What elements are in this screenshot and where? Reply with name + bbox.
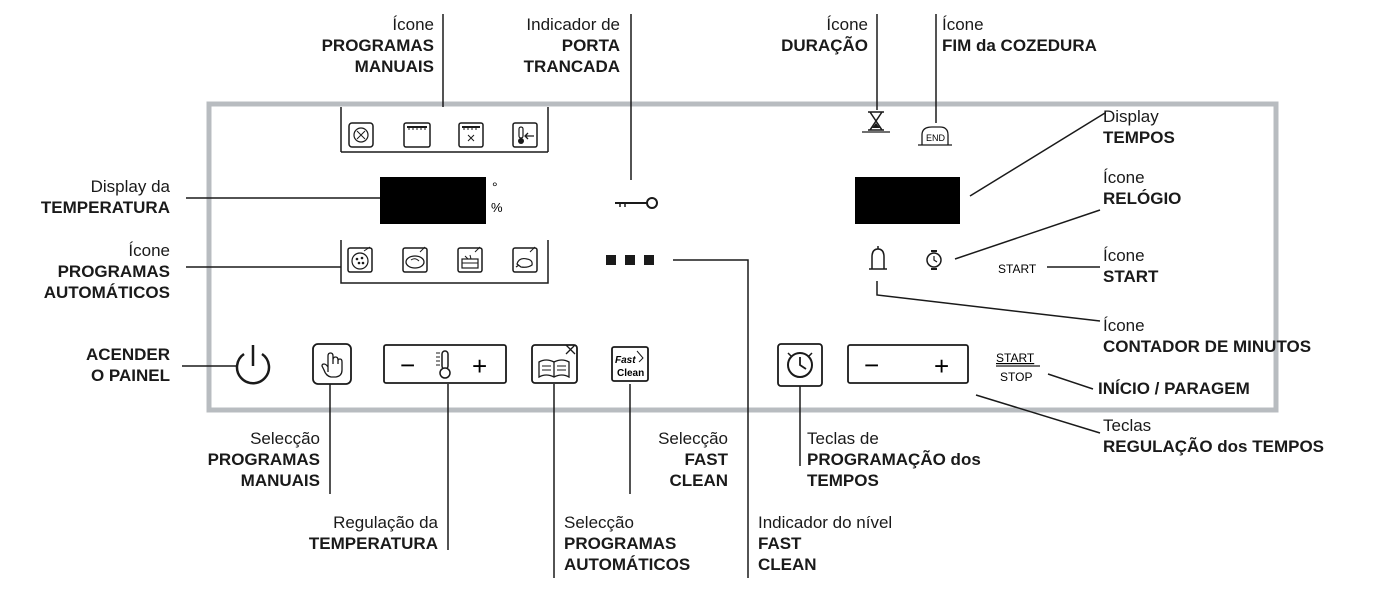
label-power: ACENDER O PAINEL bbox=[85, 345, 170, 385]
temperature-plus-button[interactable]: + bbox=[472, 351, 487, 381]
degree-symbol: ° bbox=[492, 179, 498, 195]
end-text: END bbox=[926, 133, 946, 143]
label-time-regulation-keys: Teclas REGULAÇÃO dos TEMPOS bbox=[1103, 416, 1325, 456]
fast-clean-key-bottom: Clean bbox=[617, 368, 644, 379]
label-start-stop: INÍCIO / PARAGEM bbox=[1098, 379, 1250, 398]
power-button[interactable] bbox=[235, 345, 271, 385]
temperature-regulation-keys[interactable]: − + bbox=[383, 344, 507, 384]
label-minute-counter: Ícone CONTADOR DE MINUTOS bbox=[1103, 316, 1312, 356]
label-door-lock-indicator: Indicador de PORTA TRANCADA bbox=[523, 15, 620, 76]
pizza-icon bbox=[347, 246, 373, 273]
label-times-display: Display TEMPOS bbox=[1103, 107, 1175, 147]
time-minus-button[interactable]: − bbox=[864, 350, 879, 380]
label-fast-clean-level: Indicador do nível FAST CLEAN bbox=[758, 513, 893, 574]
temperature-display bbox=[380, 177, 486, 224]
time-regulation-keys[interactable]: − + bbox=[847, 344, 969, 384]
temperature-minus-button[interactable]: − bbox=[400, 350, 415, 380]
time-plus-button[interactable]: + bbox=[934, 351, 949, 381]
manual-programs-select-button[interactable] bbox=[312, 343, 352, 385]
fast-clean-select-button[interactable]: Fast Clean bbox=[611, 346, 649, 382]
bell-icon bbox=[869, 246, 887, 270]
fast-clean-key-top: Fast bbox=[615, 355, 636, 366]
hourglass-icon bbox=[862, 111, 890, 133]
thermometer-arrow-icon bbox=[512, 122, 538, 148]
thermometer-icon bbox=[436, 350, 451, 379]
label-manual-programs-icon: Ícone PROGRAMAS MANUAIS bbox=[321, 15, 434, 76]
label-auto-programs-select: Selecção PROGRAMAS AUTOMÁTICOS bbox=[564, 513, 691, 574]
fan-grill-icon bbox=[348, 122, 374, 148]
auto-programs-bracket bbox=[340, 240, 549, 284]
start-key-top: START bbox=[996, 351, 1035, 365]
cake-icon bbox=[457, 246, 483, 273]
label-temperature-regulation: Regulação da TEMPERATURA bbox=[308, 513, 438, 553]
fast-clean-level-dot-2 bbox=[625, 255, 635, 265]
end-icon: END bbox=[918, 126, 952, 146]
fast-clean-level-dot-3 bbox=[644, 255, 654, 265]
top-heat-icon bbox=[403, 122, 431, 148]
top-heat-fan-icon bbox=[458, 122, 484, 148]
manual-programs-bracket bbox=[340, 107, 549, 153]
label-clock-icon: Ícone RELÓGIO bbox=[1103, 168, 1182, 208]
label-start-icon: Ícone START bbox=[1103, 246, 1159, 286]
start-stop-button[interactable]: START STOP bbox=[996, 351, 1040, 384]
label-duration-icon: Ícone DURAÇÃO bbox=[781, 15, 868, 55]
label-manual-programs-select: Selecção PROGRAMAS MANUAIS bbox=[207, 429, 320, 490]
watch-icon bbox=[926, 250, 942, 270]
label-temperature-display: Display da TEMPERATURA bbox=[40, 177, 170, 217]
start-icon-text: START bbox=[998, 262, 1037, 276]
label-end-icon: Ícone FIM da COZEDURA bbox=[942, 15, 1097, 55]
poultry-icon bbox=[512, 246, 538, 273]
time-programming-button[interactable] bbox=[777, 343, 823, 387]
key-icon bbox=[615, 197, 658, 209]
label-fast-clean-select: Selecção FAST CLEAN bbox=[658, 429, 728, 490]
label-time-programming: Teclas de PROGRAMAÇÃO dos TEMPOS bbox=[807, 429, 981, 490]
fast-clean-level-dot-1 bbox=[606, 255, 616, 265]
times-display bbox=[855, 177, 960, 224]
start-key-bottom: STOP bbox=[1000, 370, 1032, 384]
label-auto-programs-icon: Ícone PROGRAMAS AUTOMÁTICOS bbox=[43, 241, 170, 302]
auto-programs-select-button[interactable] bbox=[531, 344, 578, 384]
roast-meat-icon bbox=[402, 246, 428, 273]
control-panel-outline bbox=[206, 101, 1279, 413]
percent-symbol: % bbox=[491, 200, 503, 215]
